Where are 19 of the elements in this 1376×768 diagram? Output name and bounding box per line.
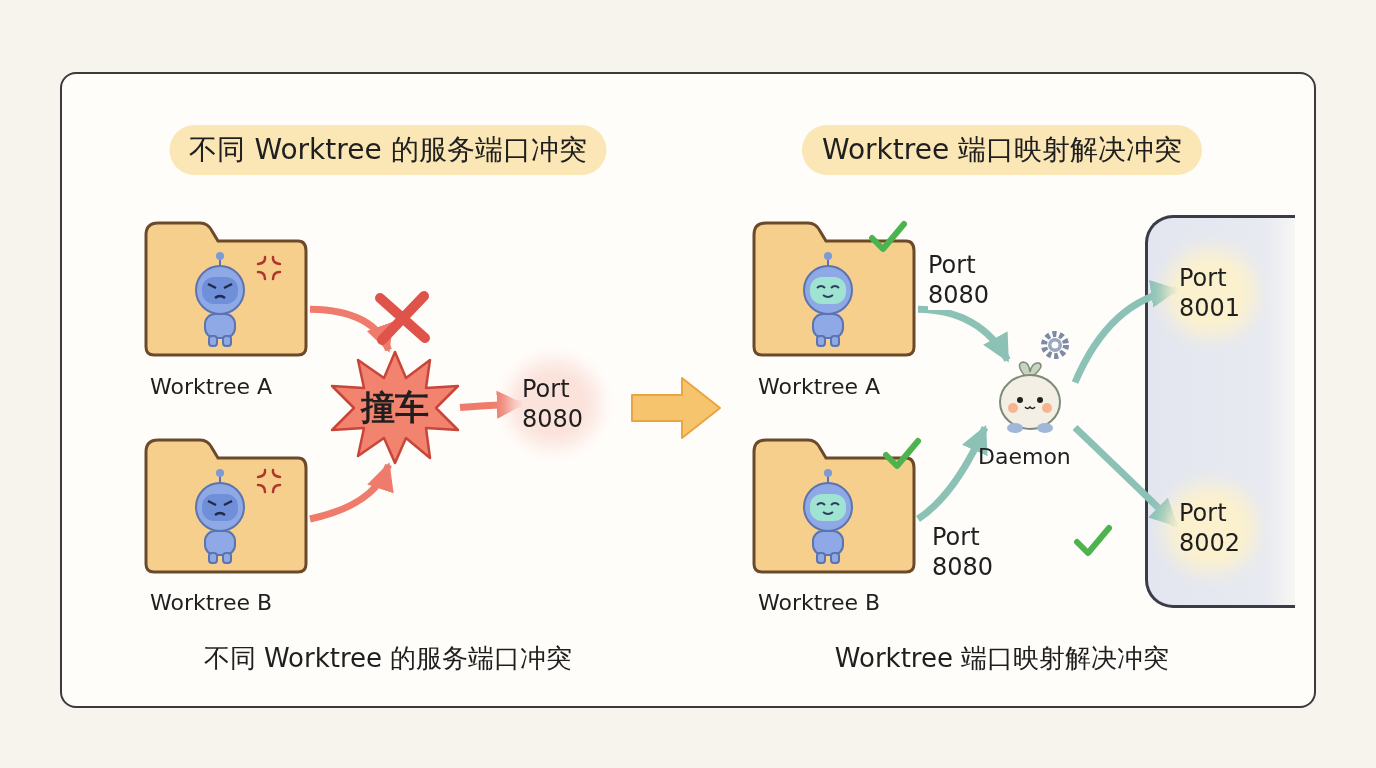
section-caption: Worktree 端口映射解决冲突: [834, 641, 1170, 675]
arrow: [1072, 424, 1179, 528]
port-label: Port 8002: [1179, 498, 1243, 558]
node-label: Worktree B: [150, 589, 273, 617]
arrow: [1071, 281, 1179, 384]
node-label: Worktree A: [758, 373, 880, 401]
arrow: [916, 424, 989, 522]
section-caption: 不同 Worktree 的服务端口冲突: [203, 641, 573, 675]
section-heading: Worktree 端口映射解决冲突: [801, 125, 1203, 175]
arrow: [309, 305, 392, 353]
arrow: [309, 462, 393, 523]
node-label: Worktree A: [150, 373, 272, 401]
server-panel: [1145, 215, 1295, 608]
arrow: [917, 305, 1011, 363]
port-label: Port 8001: [1179, 263, 1243, 323]
section-heading: 不同 Worktree 的服务端口冲突: [169, 125, 607, 175]
node-label: Daemon: [978, 443, 1071, 471]
collision-label: 撞车: [361, 386, 429, 429]
node-label: Worktree B: [758, 589, 881, 617]
